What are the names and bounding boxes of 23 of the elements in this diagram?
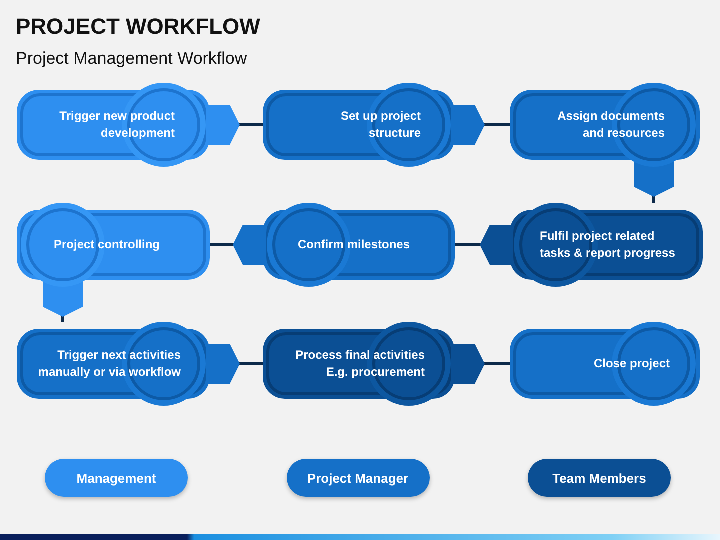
step-text: Close project bbox=[592, 356, 670, 372]
step-text: Trigger new product development bbox=[58, 108, 175, 142]
step-text: Project controlling bbox=[54, 236, 162, 254]
process-step bbox=[17, 203, 210, 287]
step-text: Fulfil project related tasks & report progress bbox=[540, 228, 676, 262]
step-text: Assign documents and resources bbox=[556, 108, 665, 142]
title: PROJECT WORKFLOW bbox=[16, 14, 260, 40]
step-text: Process final activities E.g. procurement bbox=[294, 347, 425, 381]
process-step bbox=[263, 203, 455, 287]
process-step bbox=[17, 322, 210, 406]
process-step bbox=[510, 83, 700, 167]
process-step bbox=[510, 203, 703, 287]
legend-pill: Management bbox=[45, 459, 188, 497]
legend-pill: Project Manager bbox=[286, 459, 430, 497]
process-step bbox=[263, 322, 455, 406]
subtitle: Project Management Workflow bbox=[16, 49, 248, 69]
step-text: Trigger next activities manually or via workflow bbox=[37, 347, 181, 381]
step-text: Confirm milestones bbox=[296, 236, 412, 254]
step-text: Set up project structure bbox=[340, 108, 421, 142]
process-step bbox=[263, 83, 455, 167]
legend-pill: Team Members bbox=[528, 459, 671, 497]
process-step bbox=[17, 83, 210, 167]
process-step bbox=[510, 322, 700, 406]
